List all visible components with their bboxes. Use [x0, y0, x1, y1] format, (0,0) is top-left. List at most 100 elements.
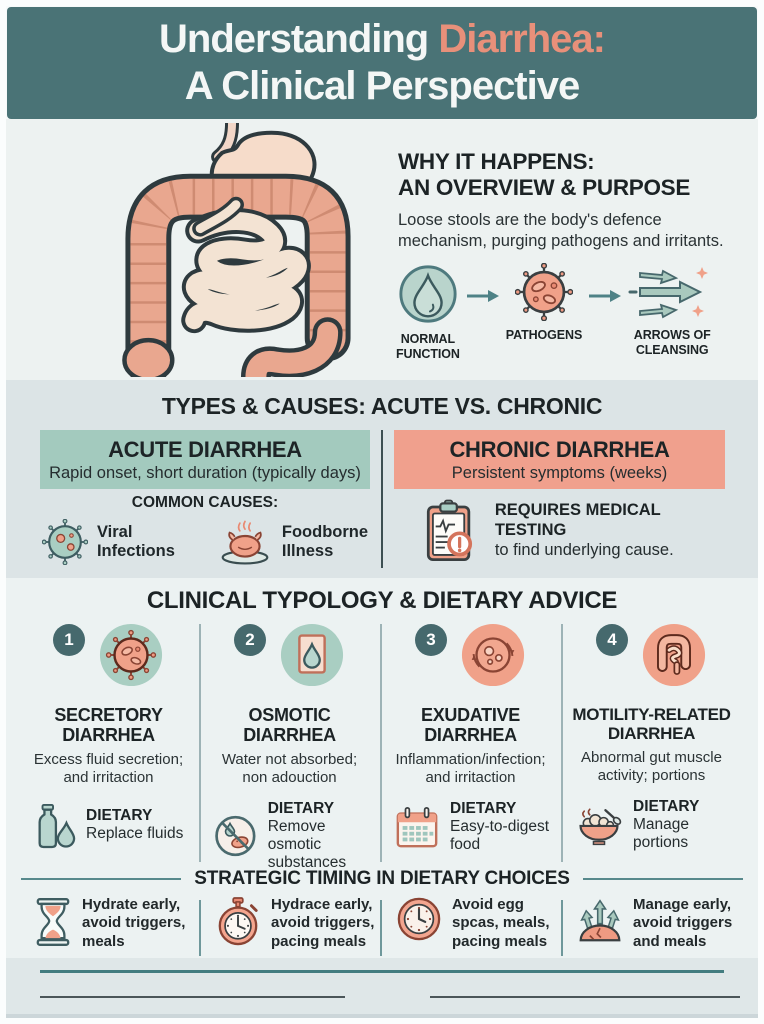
intestines-illustration — [122, 123, 351, 377]
step-label: NORMAL FUNCTION — [396, 332, 460, 361]
acute-diarrhea-box: ACUTE DIARRHEA Rapid onset, short durati… — [40, 430, 370, 489]
step-label: ARROWS OF CLEANSING — [633, 328, 711, 357]
dietary-text: Easy-to-digest food — [450, 818, 550, 854]
footer-teal-rule — [40, 970, 724, 973]
timing-title-row: STRATEGIC TIMING IN DIETARY CHOICES — [0, 868, 764, 890]
column-divider — [199, 624, 201, 862]
typology-description: Excess fluid secretion; and irritaction — [33, 751, 184, 787]
overview-steps: NORMAL FUNCTION — [396, 263, 736, 362]
typology-description: Abnormal gut muscle activity; portions — [581, 749, 722, 785]
overview-section: WHY IT HAPPENS: AN OVERVIEW & PURPOSE Lo… — [0, 119, 764, 380]
title-part1: Understanding — [159, 16, 439, 61]
dietary-text: Replace fluids — [86, 825, 184, 843]
types-section-title: TYPES & CAUSES: ACUTE VS. CHRONIC — [161, 393, 603, 419]
common-causes: COMMON CAUSES: — [40, 494, 370, 566]
dietary-label: DIETARY — [450, 800, 517, 818]
step-normal-function: NORMAL FUNCTION — [396, 263, 460, 362]
chronic-note-rest: to find underlying cause. — [494, 541, 674, 560]
types-causes-section: TYPES & CAUSES: ACUTE VS. CHRONIC ACUTE … — [0, 380, 764, 578]
chronic-subtitle: Persistent symptoms (weeks) — [451, 463, 668, 482]
overview-body: Loose stools are the body's defence mech… — [398, 211, 724, 251]
no-osmotic-icon — [215, 815, 256, 857]
droplet-circle-icon — [399, 265, 457, 323]
clock-icon — [397, 897, 441, 941]
timing-text: Hydrace early, avoid triggers, pacing me… — [271, 896, 375, 950]
bowl-spoon-icon — [579, 808, 622, 845]
cause-viral-infections: Viral Infections — [41, 518, 175, 566]
timing-title: STRATEGIC TIMING IN DIETARY CHOICES — [194, 868, 570, 889]
cause-label: Viral Infections — [96, 523, 175, 560]
timing-rule-left — [21, 878, 182, 880]
stopwatch-icon — [218, 897, 258, 946]
timing-divider — [380, 900, 382, 956]
footer — [0, 958, 764, 1024]
typology-description: Water not absorbed; non adouction — [221, 751, 358, 787]
flow-arrow-icon — [466, 290, 499, 302]
page-title-line2: A Clinical Perspective — [184, 64, 580, 108]
timing-divider — [199, 900, 201, 956]
typology-section-title: CLINICAL TYPOLOGY & DIETARY ADVICE — [146, 587, 618, 614]
dietary-advice: DIETARY Remove osmotic substances — [199, 800, 380, 871]
page-title-line1: Understanding Diarrhea: — [159, 16, 606, 63]
overview-heading: WHY IT HAPPENS: AN OVERVIEW & PURPOSE — [398, 149, 691, 200]
timing-item-hydrate: Hydrate early, avoid triggers, meals — [18, 896, 199, 951]
footer-line-left — [40, 996, 345, 998]
chronic-note: REQUIRES MEDICAL TESTING to find underly… — [402, 498, 732, 564]
bottle-droplet-icon — [38, 804, 76, 849]
footer-bottom-strip — [0, 1014, 764, 1022]
number-badge: 2 — [234, 624, 266, 656]
dietary-text: Remove osmotic substances — [267, 818, 347, 871]
number-badge: 3 — [415, 624, 447, 656]
timing-text: Hydrate early, avoid triggers, meals — [82, 896, 186, 950]
timing-text: Manage early, avoid triggers and meals — [633, 896, 733, 950]
number-badge: 4 — [596, 624, 628, 656]
title-accent: Diarrhea: — [438, 16, 606, 61]
hourglass-icon — [36, 898, 70, 946]
step-label: PATHOGENS — [505, 328, 583, 342]
step-cleansing: ARROWS OF CLEANSING — [628, 263, 716, 358]
flow-arrow-icon — [589, 290, 622, 302]
typology-name: OSMOTIC DIARRHEA — [243, 705, 336, 746]
cause-label: Foodborne Illness — [281, 523, 369, 560]
cell-circle-icon — [461, 623, 525, 687]
dietary-advice: DIETARY Replace fluids — [18, 800, 199, 850]
virus-icon — [514, 263, 573, 321]
typology-column-secretory: 1 — [18, 622, 199, 850]
types-divider — [381, 430, 383, 568]
column-divider — [561, 624, 563, 862]
chronic-diarrhea-box: CHRONIC DIARRHEA Persistent symptoms (we… — [394, 430, 725, 489]
header-banner: Understanding Diarrhea: A Clinical Persp… — [7, 7, 757, 119]
timing-item-avoid: Avoid egg spcas, meals, pacing meals — [380, 896, 561, 951]
absorb-card-icon — [280, 623, 344, 687]
typology-column-exudative: 3 EXUDATIVE DIARRHEA Inflammation/infect… — [380, 622, 561, 854]
typology-column-osmotic: 2 OSMOTIC DIARRHEA Water not absorbed; n… — [199, 622, 380, 872]
virus-circle-icon — [99, 623, 163, 687]
dietary-label: DIETARY — [267, 800, 335, 818]
virus-icon — [41, 519, 88, 565]
roast-chicken-icon — [221, 520, 269, 565]
timing-text: Avoid egg spcas, meals, pacing meals — [452, 896, 550, 950]
cleansing-arrows-icon — [628, 267, 709, 319]
chronic-note-bold: REQUIRES MEDICAL TESTING — [494, 500, 661, 539]
arrows-up-mound-icon — [579, 899, 621, 942]
typology-name: SECRETORY DIARRHEA — [54, 705, 163, 746]
dietary-text: Manage portions — [633, 816, 690, 851]
chronic-title: CHRONIC DIARRHEA — [449, 436, 670, 462]
timing-rule-right — [582, 878, 743, 880]
typology-description: Inflammation/infection; and irritaction — [395, 751, 546, 787]
number-badge: 1 — [53, 624, 85, 656]
dietary-advice: DIETARY Manage portions — [561, 798, 742, 852]
column-divider — [380, 624, 382, 862]
dietary-label: DIETARY — [86, 807, 153, 825]
dietary-label: DIETARY — [633, 798, 700, 816]
footer-line-right — [430, 996, 740, 998]
cause-foodborne-illness: Foodborne Illness — [217, 518, 368, 566]
dietary-advice: DIETARY Easy-to-digest food — [380, 800, 561, 854]
typology-name: EXUDATIVE DIARRHEA — [421, 705, 520, 746]
timing-divider — [561, 900, 563, 956]
timing-item-manage: Manage early, avoid triggers and meals — [561, 896, 742, 951]
intestine-circle-icon — [642, 623, 706, 687]
clipboard-alert-icon — [426, 499, 473, 561]
typology-name: MOTILITY-RELATED DIARRHEA — [572, 705, 731, 744]
